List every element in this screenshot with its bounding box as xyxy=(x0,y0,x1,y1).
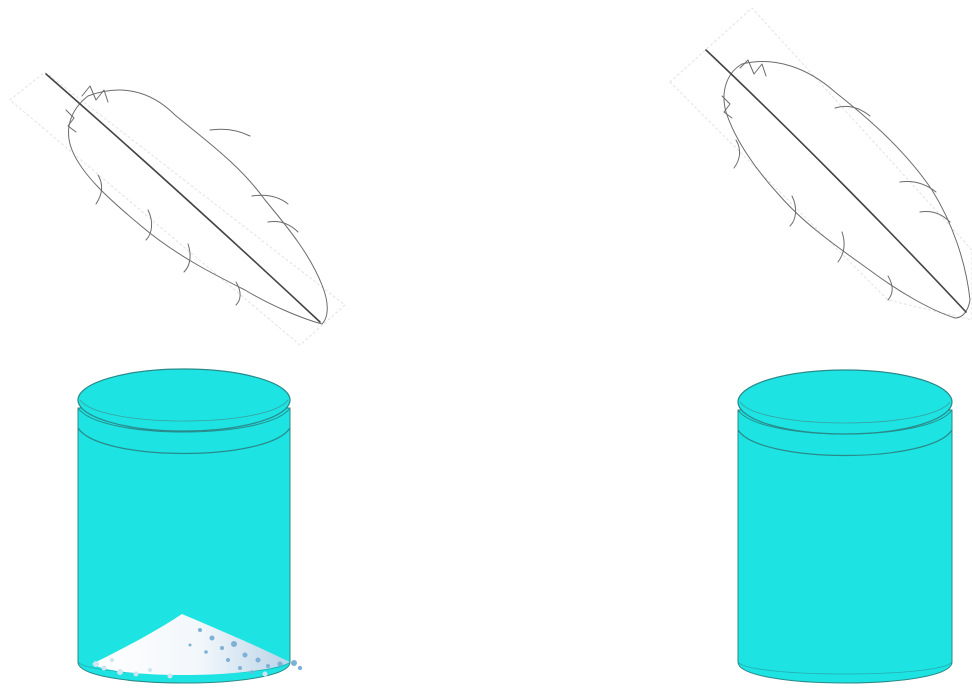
right-feather-icon xyxy=(670,8,972,320)
right-setup xyxy=(670,8,972,683)
left-water-container-icon xyxy=(78,369,302,683)
right-water-container-icon xyxy=(738,370,952,683)
left-feather-icon xyxy=(10,72,345,345)
left-setup xyxy=(10,72,345,683)
